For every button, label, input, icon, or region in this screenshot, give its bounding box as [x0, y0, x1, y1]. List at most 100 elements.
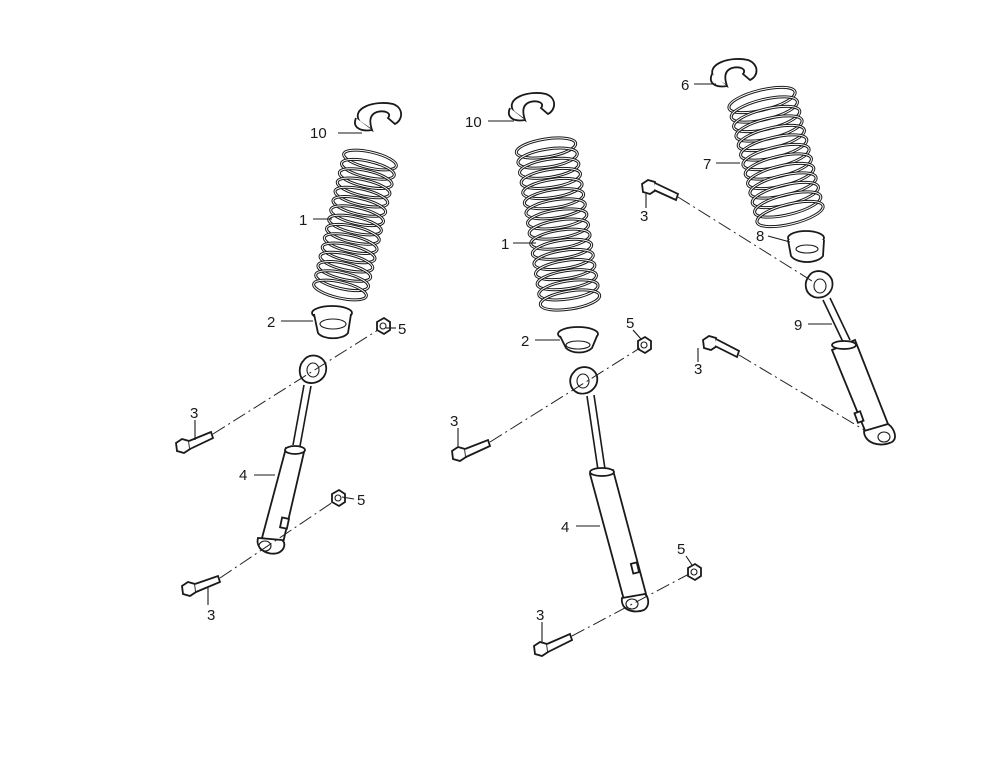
callout-middle-2: 2: [521, 333, 560, 350]
middle-shock-absorber: [569, 366, 650, 613]
spring-coil: [519, 157, 580, 179]
spring-coil: [523, 188, 585, 210]
callout-label: 5: [398, 321, 406, 338]
callout-label: 3: [207, 607, 215, 624]
spring-coil: [522, 177, 583, 200]
spring-coil: [535, 259, 596, 281]
callout-left-3b: 3: [207, 588, 215, 624]
spring-coil: [754, 191, 822, 218]
spring-coil: [527, 208, 588, 230]
callout-label: 5: [357, 492, 365, 509]
callout-label: 2: [267, 314, 275, 331]
middle-spring-clip: [508, 92, 556, 123]
left-nut-lower: [331, 488, 346, 508]
middle-bolt-lower: [533, 632, 574, 657]
right-assembly: [641, 58, 896, 446]
callout-label: 1: [501, 236, 509, 253]
callout-label: 2: [521, 333, 529, 350]
middle-coil-spring: [514, 136, 602, 312]
spring-coil: [334, 186, 389, 208]
left-spring-seat: [311, 305, 353, 340]
middle-bolt-upper: [451, 438, 492, 462]
spring-coil: [533, 248, 594, 271]
right-bolt-lower: [702, 335, 741, 359]
callout-right-7: 7: [703, 156, 740, 173]
callout-label: 4: [561, 519, 569, 536]
callout-right-8: 8: [756, 228, 791, 245]
spring-coil: [330, 205, 384, 227]
left-bolt-upper: [175, 430, 215, 454]
callout-label: 1: [299, 212, 307, 229]
spring-coil: [756, 200, 824, 228]
right-bolt-upper: [641, 179, 680, 202]
callout-left-2: 2: [267, 314, 313, 331]
callout-left-1: 1: [299, 212, 332, 229]
callout-label: 10: [310, 125, 327, 142]
callout-label: 3: [536, 607, 544, 624]
callout-left-3a: 3: [190, 405, 198, 440]
spring-coil: [536, 269, 597, 291]
callout-label: 6: [681, 77, 689, 94]
callout-right-3b: 3: [694, 348, 702, 378]
middle-assembly: [451, 92, 702, 657]
spring-coil: [538, 279, 599, 301]
callout-middle-4: 4: [561, 519, 600, 536]
spring-coil: [319, 251, 374, 273]
callout-label: 9: [794, 317, 802, 334]
spring-coil: [313, 279, 367, 301]
callout-left-10: 10: [310, 125, 362, 142]
spring-coil: [515, 137, 577, 159]
spring-coil: [539, 289, 601, 311]
callout-label: 3: [190, 405, 198, 422]
left-bolt-lower: [181, 574, 222, 597]
spring-coil: [341, 158, 395, 180]
callout-label: 5: [677, 541, 685, 558]
callout-left-4: 4: [239, 467, 275, 484]
callout-label: 3: [640, 208, 648, 225]
callout-left-5a: 5: [386, 321, 406, 338]
spring-coil: [531, 238, 593, 260]
callout-middle-10: 10: [465, 114, 514, 131]
spring-coil: [517, 147, 578, 169]
left-coil-spring: [312, 148, 398, 302]
middle-spring-seat: [557, 326, 599, 354]
spring-coil: [338, 168, 393, 189]
spring-coil: [520, 167, 581, 189]
spring-coil: [525, 198, 586, 220]
callout-middle-3a: 3: [450, 413, 459, 446]
left-assembly: [175, 102, 403, 597]
callout-label: 4: [239, 467, 247, 484]
spring-coil: [315, 270, 369, 292]
left-shock-absorber: [256, 354, 328, 555]
spring-coil: [343, 149, 397, 171]
spring-coil: [530, 228, 591, 250]
right-spring-clip: [710, 58, 758, 89]
spring-coil: [326, 223, 380, 245]
callouts: 10 1 2 5 3 4 5 3: [190, 77, 832, 642]
spring-coil: [336, 177, 391, 199]
middle-nut-upper: [637, 335, 652, 355]
spring-coil: [332, 196, 387, 217]
callout-middle-5b: 5: [677, 541, 693, 566]
right-spring-seat: [787, 230, 825, 263]
callout-label: 5: [626, 315, 634, 332]
middle-nut-lower: [687, 562, 702, 582]
spring-coil: [528, 218, 589, 240]
callout-middle-1: 1: [501, 236, 536, 253]
spring-coil: [317, 261, 372, 282]
callout-right-9: 9: [794, 317, 832, 334]
callout-middle-3b: 3: [536, 607, 544, 642]
right-coil-spring: [727, 85, 825, 229]
left-spring-clip: [354, 102, 403, 133]
callout-right-3a: 3: [640, 194, 648, 225]
callout-right-6: 6: [681, 77, 716, 94]
callout-middle-5a: 5: [626, 315, 642, 340]
callout-label: 7: [703, 156, 711, 173]
callout-label: 3: [694, 361, 702, 378]
right-shock-absorber: [804, 270, 896, 446]
spring-coil: [321, 242, 376, 264]
callout-label: 10: [465, 114, 482, 131]
spring-coil: [323, 233, 378, 254]
callout-left-5b: 5: [341, 492, 365, 509]
